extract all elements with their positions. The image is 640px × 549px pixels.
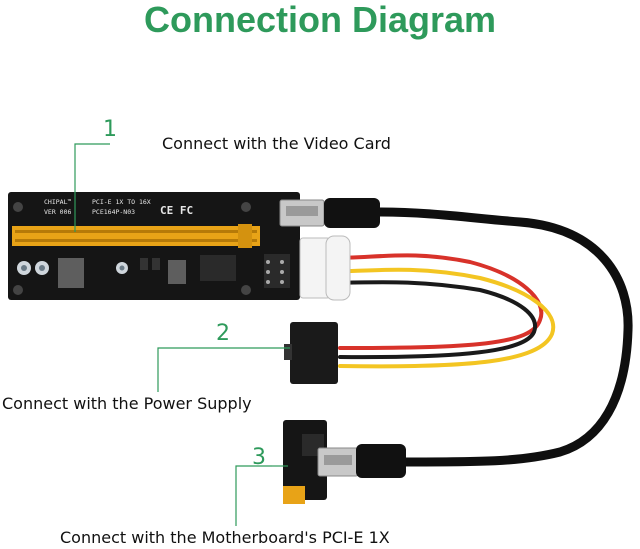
riser-board bbox=[8, 192, 300, 300]
molex-connector bbox=[299, 235, 351, 301]
callout-1-number: 1 bbox=[103, 117, 117, 142]
callout-3-line bbox=[235, 465, 272, 526]
board-version-label: VER 006 bbox=[44, 208, 71, 216]
callout-2-number: 2 bbox=[216, 321, 230, 346]
usb-cable bbox=[375, 207, 633, 467]
callout-lines bbox=[74, 143, 290, 526]
callout-3-number: 3 bbox=[252, 445, 266, 470]
power-wires bbox=[328, 253, 556, 369]
board-cert-marks: CE FC bbox=[160, 204, 193, 217]
sata-connector bbox=[284, 322, 338, 384]
callout-1-line bbox=[74, 143, 110, 232]
callout-2-line bbox=[157, 347, 212, 392]
board-brand-label: CHIPAL™ bbox=[44, 198, 71, 206]
usb-plug-riser bbox=[324, 198, 380, 228]
callout-1-caption: Connect with the Video Card bbox=[162, 134, 391, 153]
diagram-title: Connection Diagram bbox=[143, 0, 497, 40]
callout-3-caption: Connect with the Motherboard's PCI-E 1X bbox=[60, 528, 390, 547]
usb-plug-adapter bbox=[356, 444, 406, 478]
board-model-label: PCI-E 1X TO 16X bbox=[92, 198, 151, 206]
callout-2-caption: Connect with the Power Supply bbox=[2, 394, 252, 413]
board-part-label: PCE164P-N03 bbox=[92, 208, 135, 216]
